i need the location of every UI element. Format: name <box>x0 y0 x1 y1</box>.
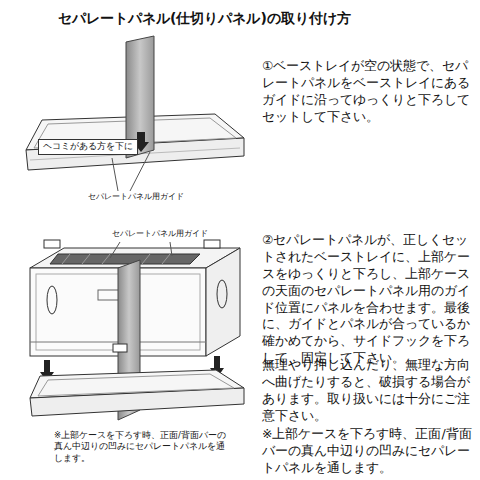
note-text: ②セパレートパネルが、正しくセットされたベーストレイに、上部ケースをゆっくりと下… <box>262 232 478 367</box>
guide-label: セパレートパネル用ガイド <box>88 192 228 203</box>
guide-label: セパレートパネル用ガイド <box>112 229 252 240</box>
callout-text: ヘコミがある方を下に <box>43 141 133 152</box>
callout-box: ヘコミがある方を下に <box>38 139 138 155</box>
note-text: 無理やり押し込んだり、無理な方向へ曲げたりすると、破損する場合があります。取り扱… <box>262 357 478 425</box>
note-text: ※上部ケースを下ろす時、正面/背面バーの真ん中辺りの凹みにセパレートパネルを通し… <box>54 430 232 464</box>
title: セパレートパネル(仕切りパネル)の取り付け方 <box>58 9 388 28</box>
note-text: ①ベーストレイが空の状態で、セパレートパネルをベーストレイにあるガイドに沿ってゆ… <box>262 58 478 126</box>
note-text: ※上部ケースを下ろす時、正面/背面バーの真ん中辺りの凹みにセパレートパネルを通し… <box>262 426 478 477</box>
